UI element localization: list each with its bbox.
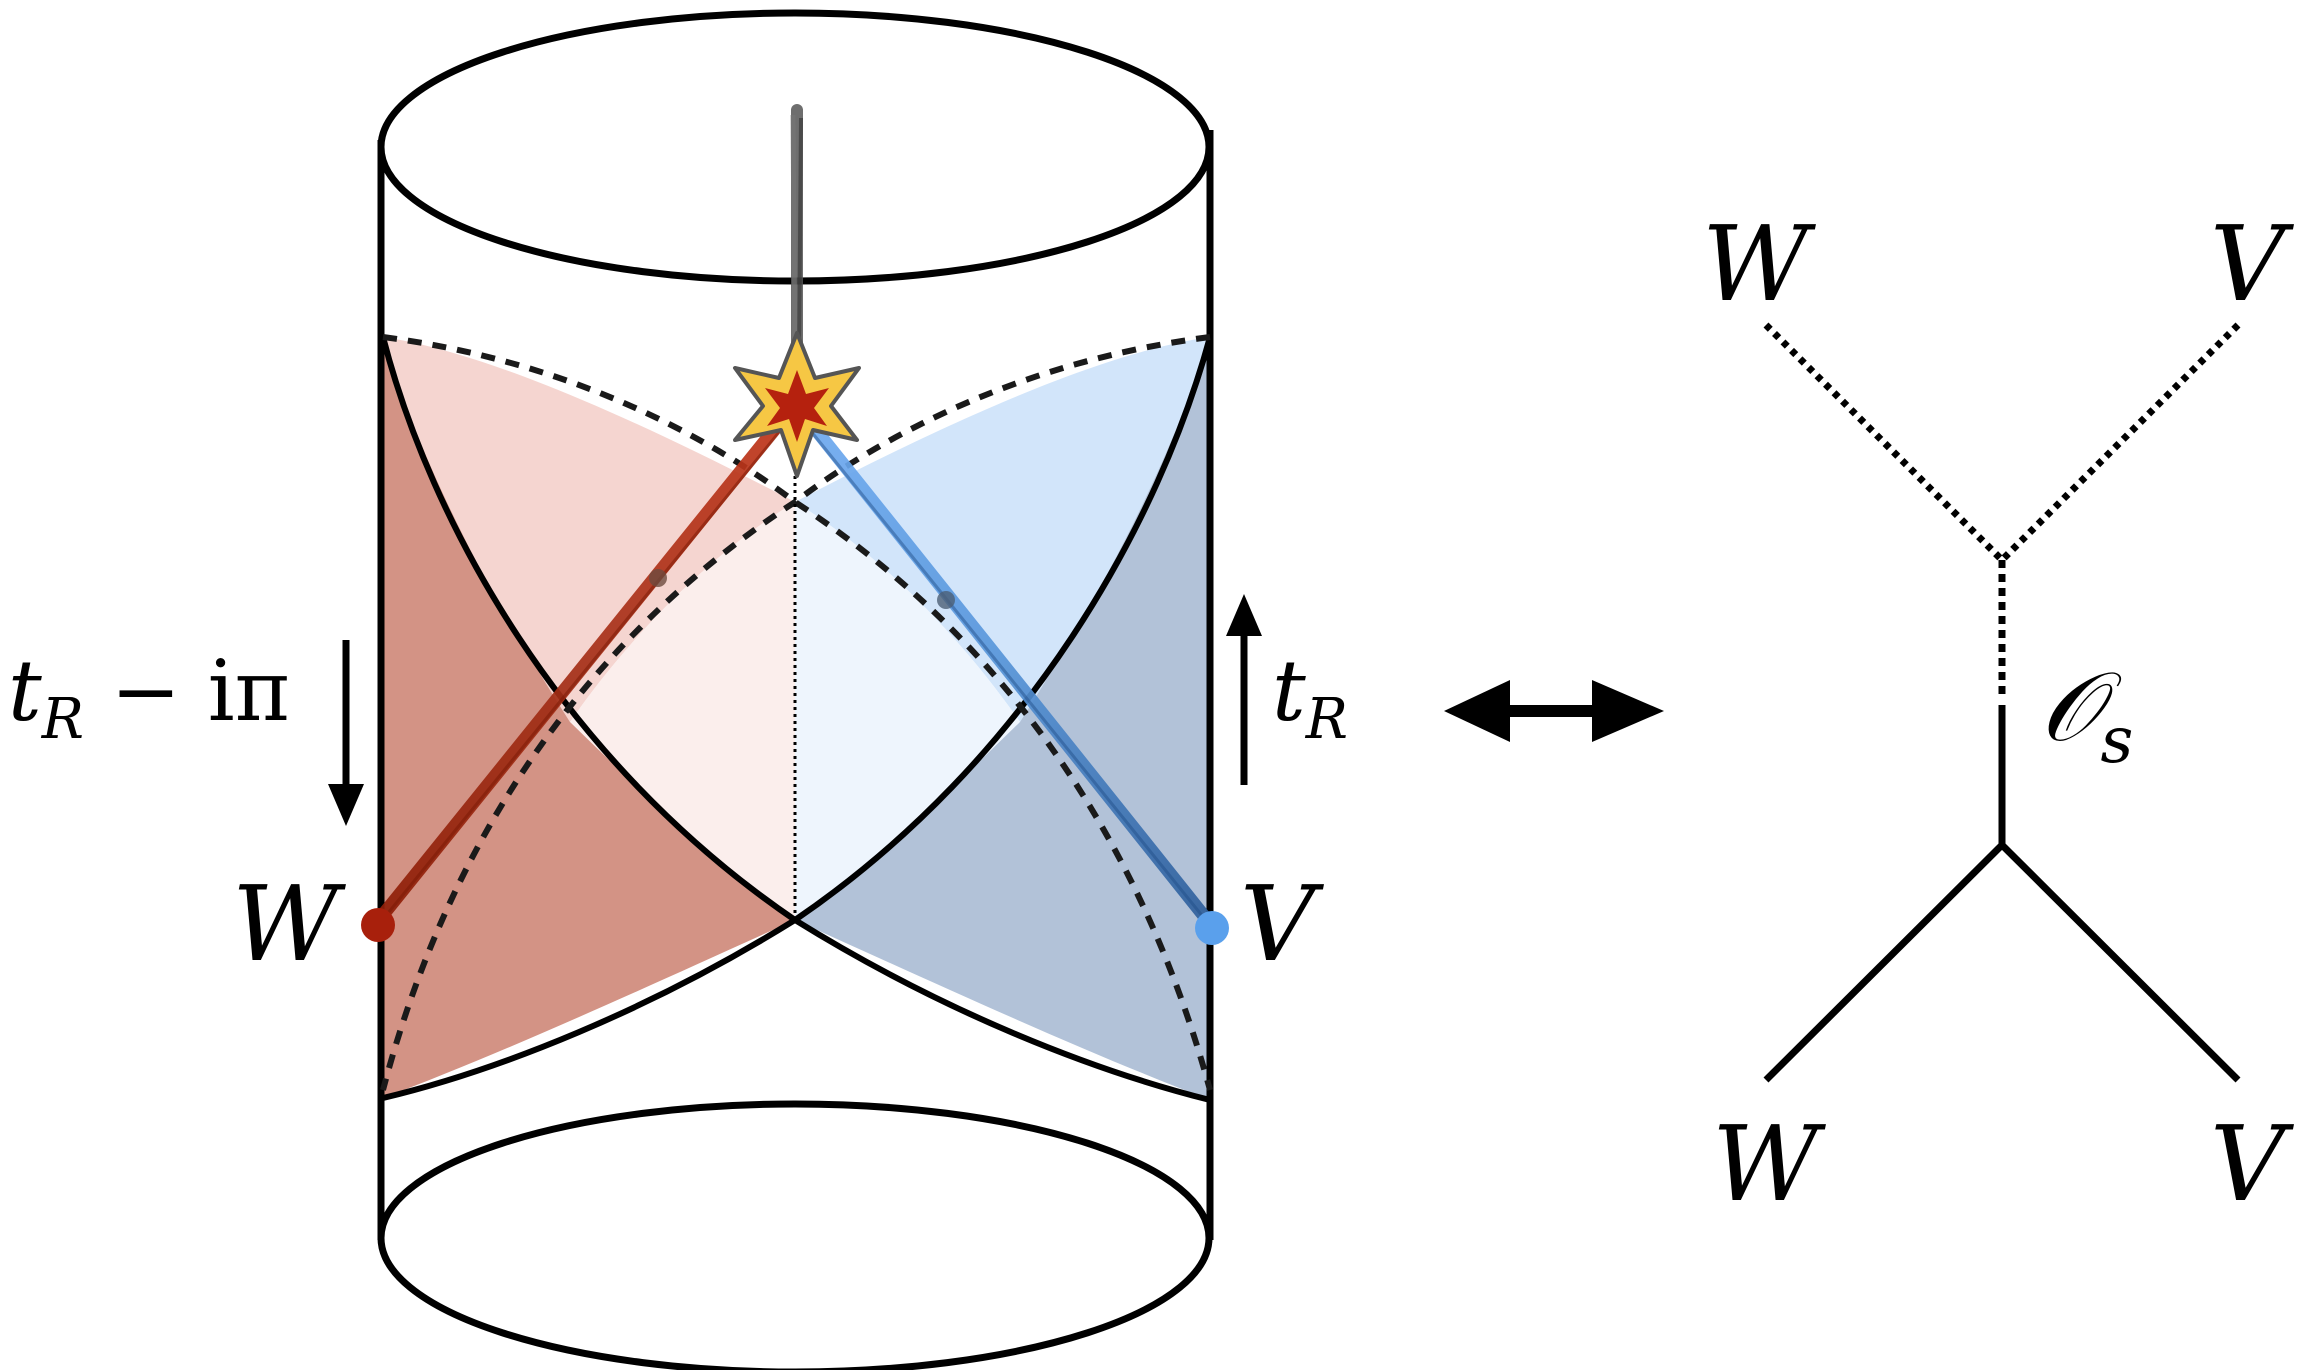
right-wedge <box>795 337 1210 1100</box>
horizon-right-to-bottom <box>382 336 1213 1101</box>
cylinder-bottom-cap <box>377 1100 1213 1370</box>
right-time-label: tR <box>1272 642 1348 752</box>
horizon-left-to-bottom <box>380 336 1211 1103</box>
right-wedge-lighter-region <box>795 502 1020 920</box>
point-v-marker <box>1195 911 1229 945</box>
left-wedge <box>383 337 795 1098</box>
point-w-label: W <box>232 863 346 985</box>
particle-path-w <box>371 403 797 928</box>
lower-left-solid-leg <box>1763 842 2005 1083</box>
right-wedge-dark-region <box>795 337 1210 1100</box>
ads-cylinder <box>361 9 1229 1370</box>
point-w-marker <box>361 908 395 942</box>
exchange-operator-label: 𝒪s <box>2040 651 2133 778</box>
vertex-bottom-right-label: V <box>2210 1103 2294 1225</box>
shockwave-dashed-left <box>382 334 1213 1091</box>
left-wedge-lighter-region <box>570 502 795 920</box>
shockwave-star-icon <box>733 331 861 478</box>
left-time-label: tR − iπ <box>8 642 290 752</box>
graviton-trail <box>790 104 803 376</box>
arrow-down-icon <box>328 784 364 826</box>
left-time-arrow <box>328 640 364 826</box>
right-wedge-light-region <box>795 337 1210 722</box>
lower-right-solid-leg <box>1999 842 2241 1083</box>
right-time-arrow <box>1226 594 1262 785</box>
vertex-top-right-label: V <box>2210 203 2294 325</box>
vertex-bottom-left-label: W <box>1712 1103 1826 1225</box>
exchange-diagram: W V W V 𝒪s <box>1702 203 2294 1225</box>
double-headed-arrow-icon <box>1444 680 1664 742</box>
left-wedge-light-region <box>383 337 795 722</box>
upper-left-dotted-leg <box>1763 322 2005 563</box>
particle-path-v <box>801 413 1215 928</box>
left-wedge-dark-region <box>383 337 795 1098</box>
vertex-top-left-label: W <box>1702 203 1816 325</box>
upper-right-dotted-leg <box>1999 322 2241 563</box>
point-v-label: V <box>1240 863 1324 985</box>
arrow-up-icon <box>1226 594 1262 636</box>
shockwave-dashed-right <box>380 334 1211 1091</box>
